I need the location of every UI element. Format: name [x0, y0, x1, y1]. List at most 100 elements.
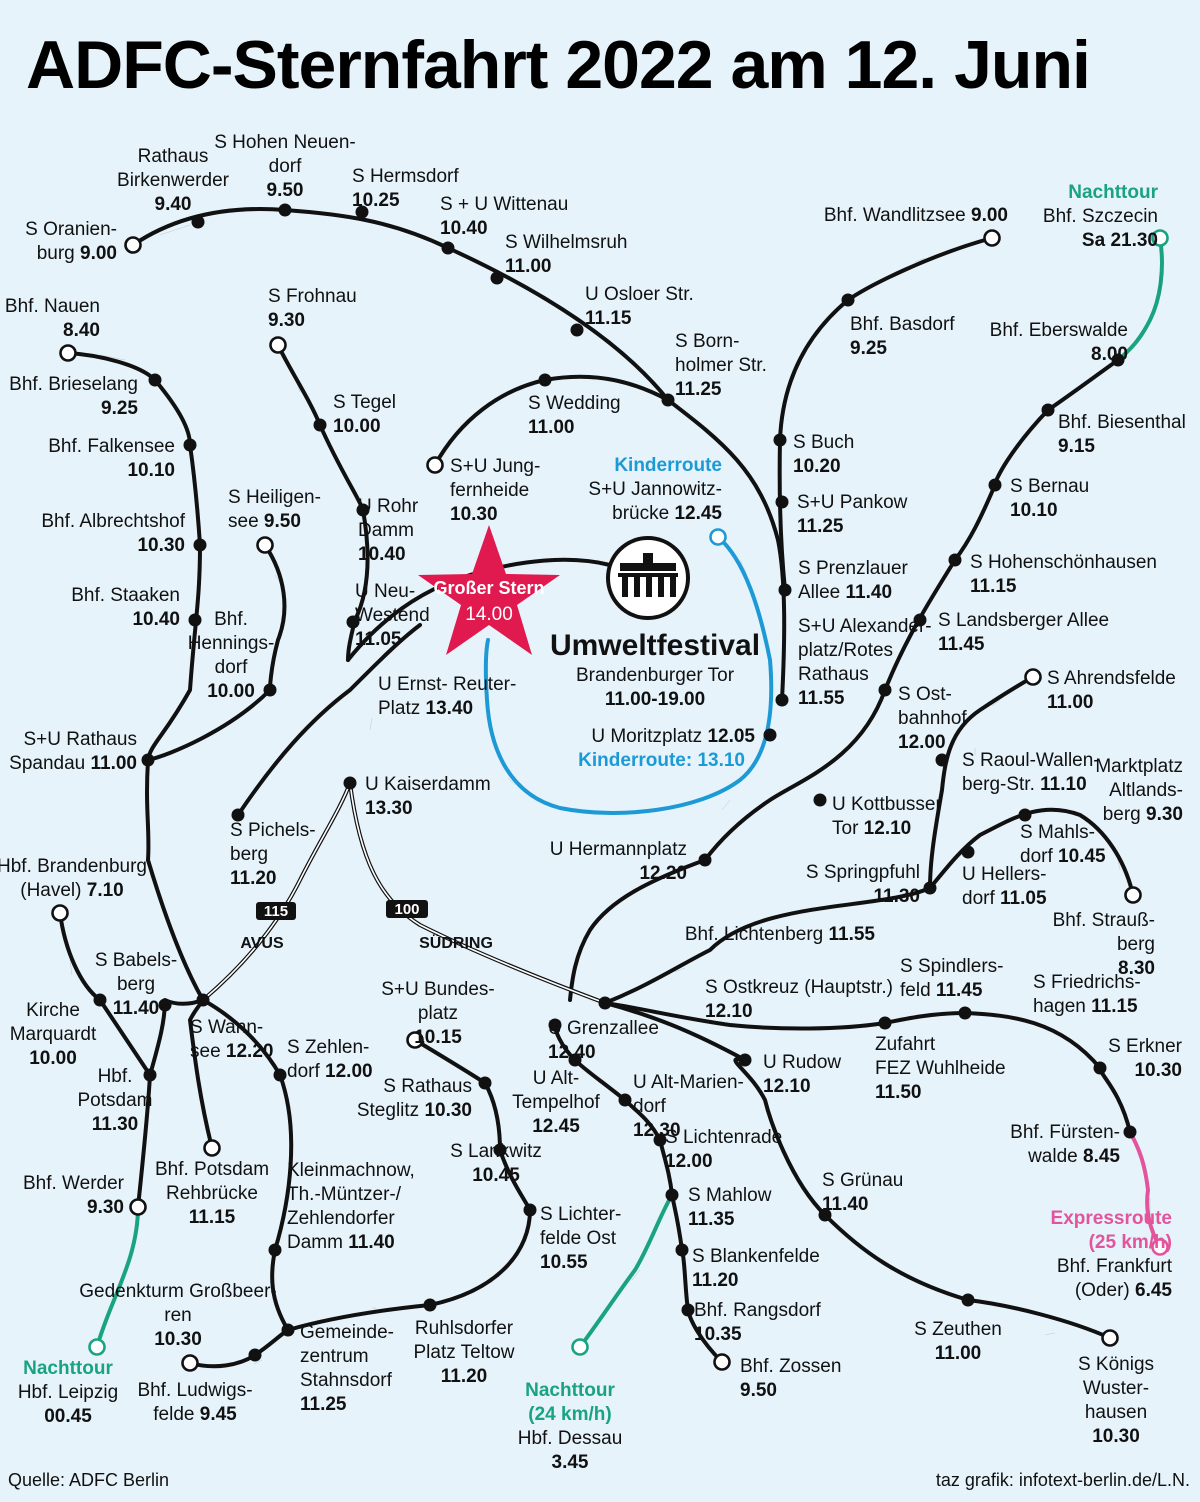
stop-name-line: Hbf. Leipzig — [18, 1382, 118, 1403]
stop-dot-hellersdorf — [961, 845, 975, 859]
stop-name-line: S+U Pankow — [797, 492, 908, 513]
stop-name-line: Th.-Müntzer-/ — [287, 1184, 402, 1205]
stop-name-line: Altlands- — [1109, 780, 1183, 801]
stop-dot-brieselang — [148, 373, 162, 387]
stop-name-line: Rehbrücke — [166, 1183, 258, 1204]
stop-name-line: Zufahrt — [875, 1034, 936, 1055]
stop-name-line: Bhf. Eberswalde — [990, 320, 1128, 341]
stop-name-line: Hennings- — [188, 633, 275, 654]
stop-name-line: (Havel) 7.10 — [20, 880, 124, 901]
stop-name-line: Bhf. Fürsten- — [1010, 1122, 1120, 1143]
stop-dot-stahnsdorf — [281, 1323, 295, 1337]
stop-time: 11.05 — [355, 629, 402, 650]
stop-time: 10.00 — [333, 416, 381, 437]
stop-dot-fez — [878, 1016, 892, 1030]
stop-name-line: FEZ Wuhlheide — [875, 1058, 1006, 1079]
stop-dot-hohenneuendorf — [278, 203, 292, 217]
stop-name-line: Bhf. Brieselang — [9, 374, 138, 395]
stop-time: 10.30 — [450, 504, 498, 525]
stop-name-line: felde 9.45 — [153, 1404, 237, 1425]
stop-dot-heiligensee — [256, 536, 274, 554]
stop-dot-zeuthen — [961, 1293, 975, 1307]
stop-name-line: Bhf. Biesenthal — [1058, 412, 1186, 433]
stop-name-line: Westend — [355, 605, 430, 626]
stop-time: 9.25 — [850, 338, 887, 359]
stop-name-line: U Alt-Marien- — [633, 1072, 744, 1093]
stop-name-line: felde Ost — [540, 1228, 617, 1249]
direction-arrow — [159, 224, 191, 236]
stop-name-line: Gemeinde- — [300, 1322, 394, 1343]
stop-dot-zehlendorf — [273, 1068, 287, 1082]
stop-dot-rohrdamm — [356, 503, 370, 517]
stop-dot-szczecin — [1151, 229, 1169, 247]
autobahn-lines — [202, 782, 606, 1004]
stop-name-line: see 12.20 — [190, 1041, 273, 1062]
stop-dot-hermsdorf — [355, 205, 369, 219]
stop-dot-henningsdorf — [263, 683, 277, 697]
stop-dot-babelsberg — [158, 998, 172, 1012]
stop-name-line: fernheide — [450, 480, 529, 501]
stop-dot-teltow — [423, 1298, 437, 1312]
route-type-label: Nachttour — [525, 1380, 615, 1401]
stop-time: 13.40 — [420, 698, 473, 719]
route-pichelsberg — [236, 623, 422, 817]
stop-dot-altmariendorf — [618, 1093, 632, 1107]
festival-place: Brandenburger Tor — [576, 665, 735, 686]
stop-name-line: Bhf. Nauen — [5, 296, 100, 317]
stop-name-line: S Tegel — [333, 392, 396, 413]
stop-name-line: S Zeuthen — [914, 1319, 1002, 1340]
source-note: Quelle: ADFC Berlin — [8, 1470, 169, 1490]
route-frankfurt — [603, 1001, 1132, 1134]
stop-name-line: S Wedding — [528, 393, 621, 414]
stop-time: 10.20 — [793, 456, 841, 477]
stop-time: 10.00 — [29, 1048, 77, 1069]
stop-name-line: Steglitz 10.30 — [357, 1100, 472, 1121]
stop-name-line: (Oder) 6.45 — [1075, 1280, 1173, 1301]
stop-name-line: brücke 12.45 — [612, 503, 722, 524]
route-szczecin-night — [1116, 236, 1164, 362]
stop-dot-bundesplatz — [406, 1031, 424, 1049]
stop-label-friedrichshagen: S Friedrichs-hagen 11.15 — [1033, 972, 1141, 1017]
stop-name-line: hausen — [1085, 1402, 1147, 1423]
stop-name-line: Bhf. Zossen — [740, 1356, 841, 1377]
stop-name-line: bahnhof — [898, 708, 967, 729]
stop-name-line: S Wann- — [190, 1017, 263, 1038]
stop-name-line: S Rathaus — [383, 1076, 472, 1097]
direction-arrow — [739, 559, 748, 576]
stop-dot-buch — [773, 433, 787, 447]
stop-name-line: S Blankenfelde — [692, 1246, 820, 1267]
stop-dot-springpfuhl — [923, 881, 937, 895]
stop-name-line: S Ost- — [898, 684, 952, 705]
star-time: 14.00 — [465, 604, 513, 625]
stop-name-line: Damm 11.40 — [287, 1232, 395, 1253]
route-nauen — [66, 351, 202, 862]
stop-name-line: dorf — [269, 156, 302, 177]
stop-time: 10.45 — [472, 1165, 520, 1186]
route-speed-label: (25 km/h) — [1089, 1232, 1172, 1253]
stop-name-line: U Grenzallee — [548, 1018, 659, 1039]
stop-dot-alttempelhof — [568, 1053, 582, 1067]
stop-name-line: S Springpfuhl — [806, 862, 920, 883]
stop-time: 10.35 — [694, 1324, 742, 1345]
stop-time: 10.30 — [154, 1329, 202, 1350]
stop-name-line: U Moritzplatz 12.05 — [591, 726, 755, 747]
stop-name-line: Tempelhof — [512, 1092, 600, 1113]
stop-name-line: S Mahls- — [1020, 822, 1095, 843]
stop-dot-steglitz — [478, 1076, 492, 1090]
stop-time: 11.50 — [875, 1082, 922, 1103]
stop-name-line: Marktplatz — [1095, 756, 1183, 777]
